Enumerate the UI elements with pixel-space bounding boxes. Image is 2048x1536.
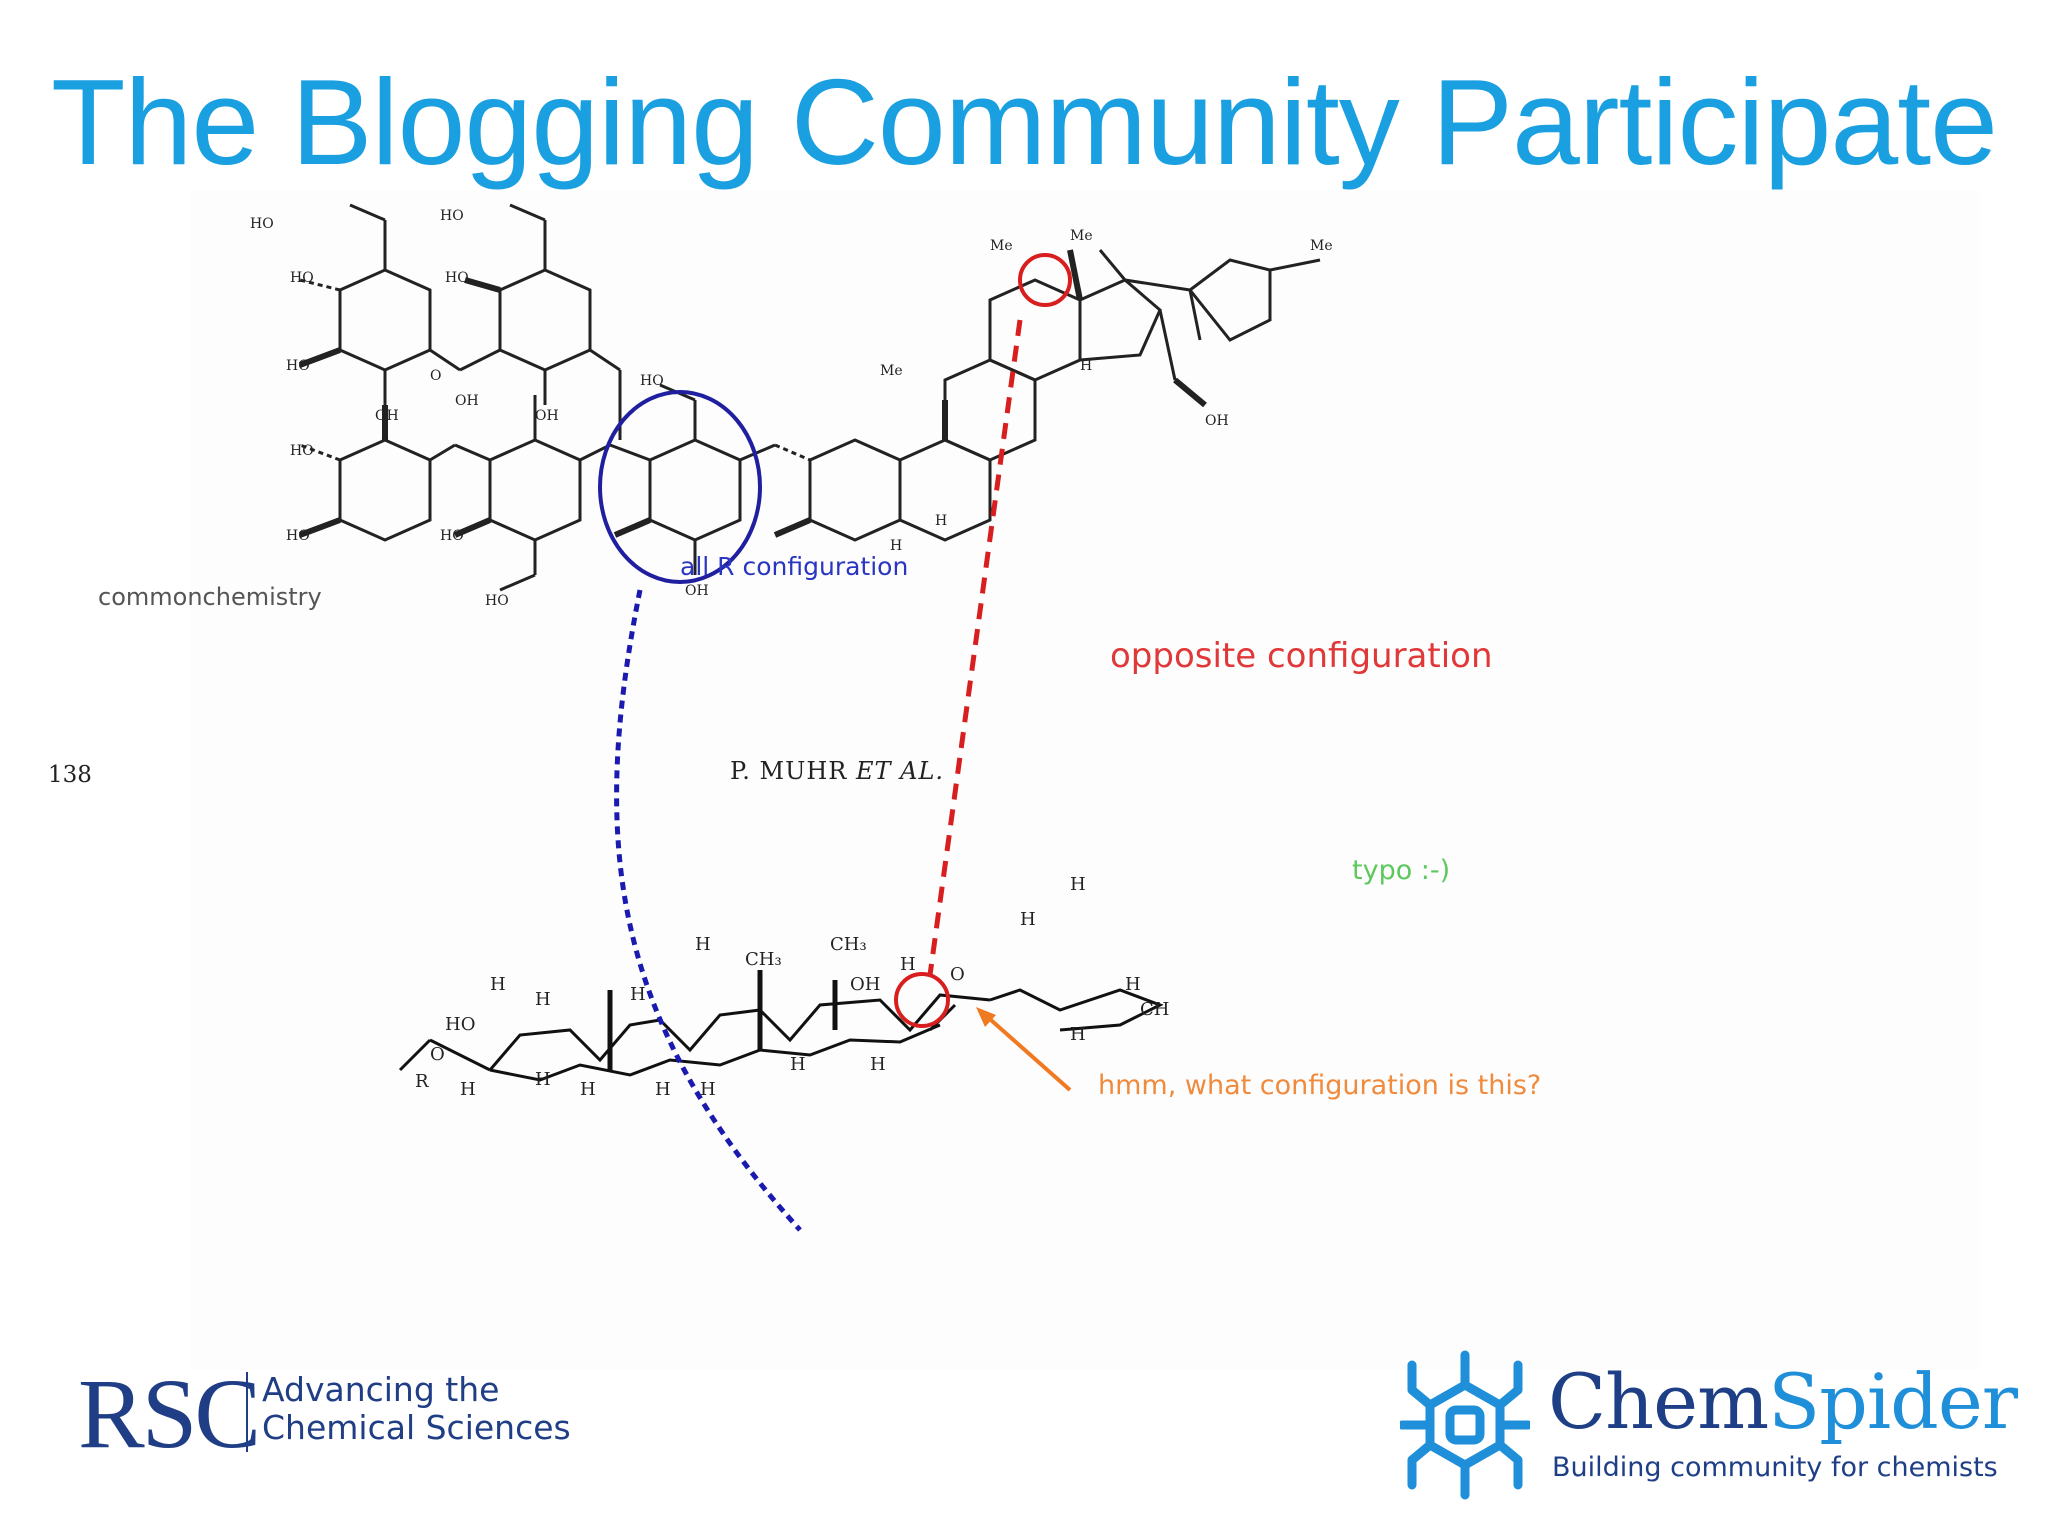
svg-text:CH₃: CH₃ xyxy=(830,934,867,955)
blue-dashed-connector xyxy=(614,589,802,1232)
red-dashed-connector xyxy=(927,319,1023,976)
bottom-red-circle xyxy=(894,972,950,1028)
svg-text:Me: Me xyxy=(990,238,1013,254)
svg-text:HO: HO xyxy=(640,373,664,389)
orange-arrowhead xyxy=(976,1007,996,1027)
svg-text:H: H xyxy=(460,1079,476,1100)
page-author-name: P. MUHR xyxy=(730,757,848,785)
svg-text:OH: OH xyxy=(455,393,479,409)
svg-text:HO: HO xyxy=(290,443,314,459)
chemspider-spider-icon xyxy=(1400,1350,1530,1500)
svg-text:O: O xyxy=(950,964,965,985)
svg-text:OH: OH xyxy=(535,408,559,424)
svg-text:H: H xyxy=(535,1069,551,1090)
svg-text:R: R xyxy=(415,1071,429,1092)
annotation-hmm: hmm, what configuration is this? xyxy=(1098,1070,1542,1101)
rsc-logo-line1: Advancing the xyxy=(262,1370,500,1409)
annotation-all-r: all R configuration xyxy=(680,552,909,581)
svg-text:HO: HO xyxy=(286,358,310,374)
svg-text:CH₃: CH₃ xyxy=(745,949,782,970)
svg-text:HO: HO xyxy=(250,216,274,232)
svg-text:H: H xyxy=(1080,358,1092,374)
svg-text:HO: HO xyxy=(445,270,469,286)
svg-text:OH: OH xyxy=(850,974,880,995)
svg-text:OH: OH xyxy=(685,583,709,599)
top-red-circle xyxy=(1018,253,1072,307)
svg-text:Me: Me xyxy=(1310,238,1333,254)
chemspider-tagline: Building community for chemists xyxy=(1552,1452,1998,1483)
svg-text:H: H xyxy=(700,1079,716,1100)
svg-text:HO: HO xyxy=(440,208,464,224)
svg-text:HO: HO xyxy=(485,593,509,609)
bottom-structure xyxy=(398,970,1164,1082)
svg-text:O: O xyxy=(430,368,441,384)
svg-text:HO: HO xyxy=(440,528,464,544)
annotation-typo: typo :-) xyxy=(1352,855,1451,886)
rsc-logo-mark: RSC xyxy=(78,1358,261,1469)
chemspider-name-b: Spider xyxy=(1768,1357,2018,1446)
annotation-opposite: opposite configuration xyxy=(1110,636,1493,676)
svg-text:H: H xyxy=(1125,974,1141,995)
svg-text:H: H xyxy=(580,1079,596,1100)
svg-text:O: O xyxy=(430,1044,445,1065)
chemspider-name: ChemSpider xyxy=(1548,1357,2018,1446)
page-number: 138 xyxy=(48,762,92,788)
svg-text:H: H xyxy=(890,538,902,554)
svg-text:OH: OH xyxy=(1205,413,1229,429)
svg-text:H: H xyxy=(535,989,551,1010)
source-label: commonchemistry xyxy=(98,583,322,611)
svg-text:H: H xyxy=(1070,1024,1086,1045)
svg-text:H: H xyxy=(655,1079,671,1100)
svg-text:HO: HO xyxy=(286,528,310,544)
svg-text:HO: HO xyxy=(445,1014,475,1035)
svg-text:Me: Me xyxy=(1070,228,1093,244)
svg-text:H: H xyxy=(630,984,646,1005)
svg-text:CH: CH xyxy=(1140,999,1169,1020)
page-author: P. MUHR ET AL. xyxy=(730,757,944,785)
top-structure xyxy=(298,203,1321,592)
svg-text:Me: Me xyxy=(880,363,903,379)
rsc-logo-divider xyxy=(246,1372,248,1452)
svg-text:H: H xyxy=(695,934,711,955)
svg-text:H: H xyxy=(1020,909,1036,930)
slide-title: The Blogging Community Participate xyxy=(50,54,1998,190)
svg-text:H: H xyxy=(870,1054,886,1075)
all-r-circle xyxy=(598,390,762,584)
chemspider-name-a: Chem xyxy=(1548,1357,1769,1446)
svg-text:OH: OH xyxy=(375,408,399,424)
svg-text:H: H xyxy=(1070,874,1086,895)
svg-text:H: H xyxy=(900,954,916,975)
svg-text:H: H xyxy=(935,513,947,529)
svg-text:HO: HO xyxy=(290,270,314,286)
svg-text:H: H xyxy=(490,974,506,995)
orange-arrow xyxy=(981,1011,1072,1092)
svg-text:H: H xyxy=(790,1054,806,1075)
rsc-logo-line2: Chemical Sciences xyxy=(262,1408,571,1447)
page-author-etal: ET AL. xyxy=(855,757,945,785)
